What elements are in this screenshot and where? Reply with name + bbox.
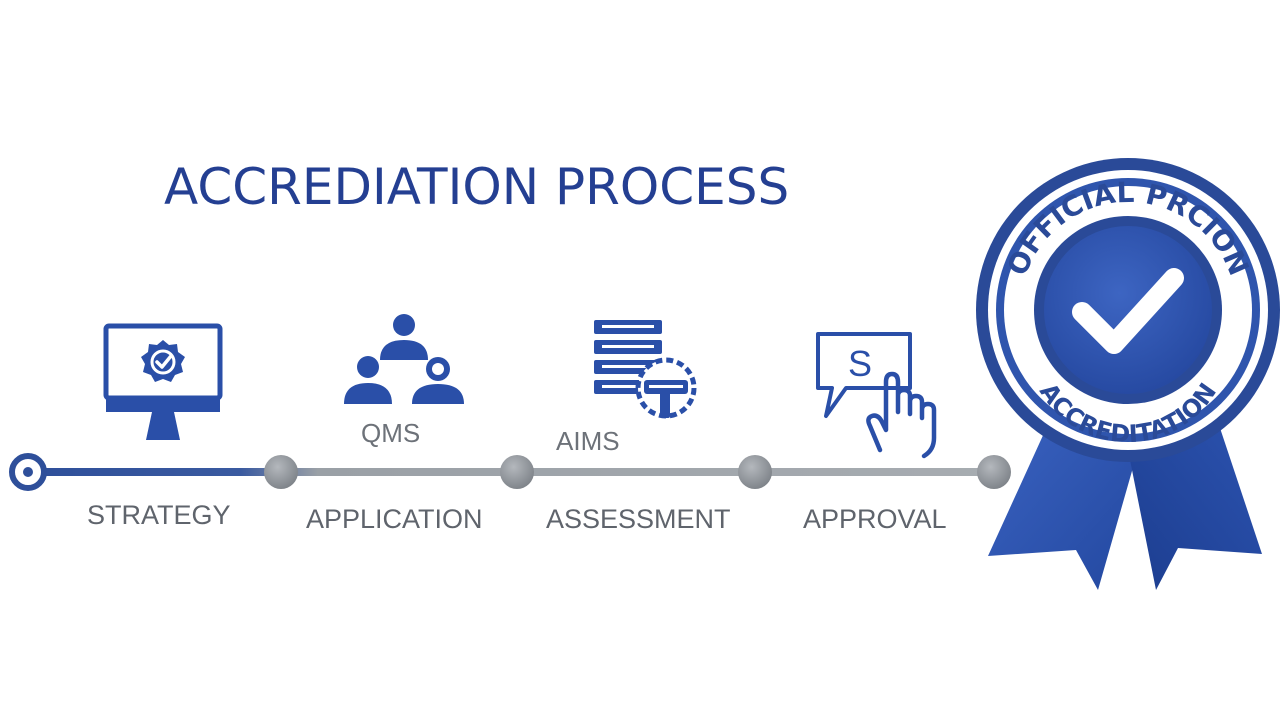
aims-caption: AIMS — [556, 426, 620, 456]
document-search-icon — [588, 316, 708, 428]
hand-touch-icon: S — [812, 330, 942, 462]
step-label-approval: APPROVAL — [803, 504, 947, 534]
check-icon — [1072, 268, 1184, 354]
right-ribbon — [1128, 416, 1262, 590]
timeline-node-end — [977, 455, 1011, 489]
process-timeline — [0, 440, 1020, 509]
timeline-node-application — [264, 455, 298, 489]
timeline-node-assessment — [500, 455, 534, 489]
monitor-badge-icon — [100, 322, 226, 446]
step-label-strategy: STRATEGY — [87, 500, 231, 530]
qms-caption: QMS — [361, 418, 421, 448]
step-label-application: APPLICATION — [306, 504, 483, 534]
team-icon — [340, 312, 466, 408]
timeline-node-approval — [738, 455, 772, 489]
accreditation-seal: OFFICIAL PRCION ACCREDITATION — [960, 150, 1280, 605]
step-label-assessment: ASSESSMENT — [546, 504, 731, 534]
approval-glyph: S — [848, 343, 872, 384]
left-ribbon — [988, 420, 1138, 590]
page-title: ACCREDIATION PROCESS — [164, 158, 790, 216]
